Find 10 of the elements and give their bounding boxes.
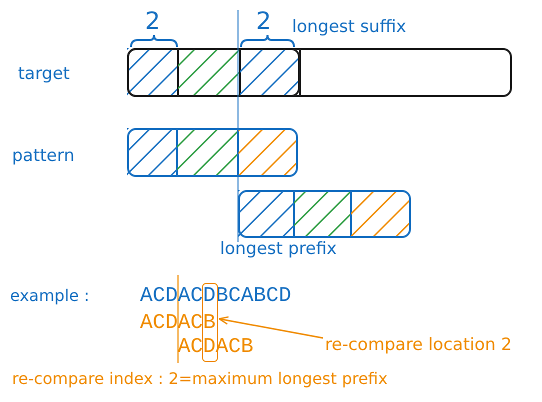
annotation-text: longest prefix	[220, 240, 337, 259]
note-text: re-compare index : 2=maximum longest prefix	[12, 370, 388, 388]
brace-count: 2	[256, 8, 272, 34]
row-label: target	[18, 65, 70, 84]
annotation-text: longest suffix	[292, 18, 406, 37]
brace-count: 2	[145, 8, 160, 34]
annotation-text: re-compare location 2	[325, 336, 512, 355]
arrow	[218, 316, 324, 339]
row-label: example :	[10, 287, 90, 305]
row-label: pattern	[12, 147, 74, 166]
